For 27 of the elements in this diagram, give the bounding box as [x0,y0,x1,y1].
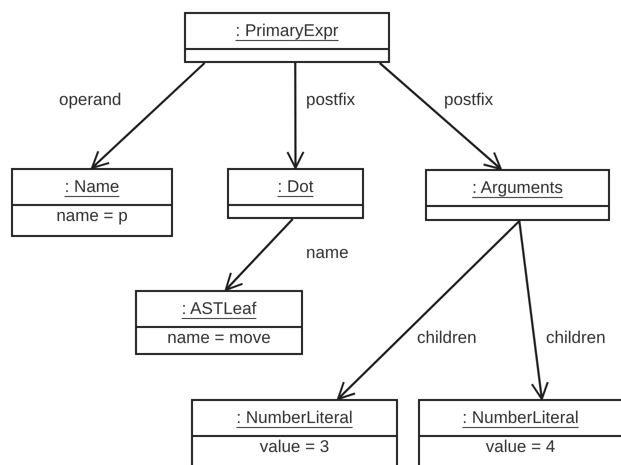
object-box [418,399,621,465]
object-box [135,290,303,355]
object-name: : NumberLiteral [236,408,353,427]
edge-label: postfix [443,90,494,110]
object-name: : Arguments [472,178,563,197]
edge-label: postfix [305,90,356,110]
object-box [227,168,364,219]
association-arrow [518,220,549,400]
object-box [11,168,173,237]
association-arrow [286,63,304,169]
attribute-value: value = 4 [486,437,556,456]
association-arrow [91,62,206,169]
object-box [191,399,398,465]
attribute-value: name = move [167,328,271,347]
object-name: : ASTLeaf [182,299,256,318]
object-name: : PrimaryExpr [236,21,338,40]
object-name: : Name [64,177,120,196]
attribute-value: value = 3 [260,437,330,456]
association-arrow [378,62,502,170]
object-name: : Dot [278,177,314,196]
object-name: : NumberLiteral [462,408,579,427]
object-box [184,12,390,63]
edge-label: operand [58,90,122,110]
association-arrow [336,220,520,400]
attribute-value: name = p [56,206,128,225]
association-arrow [224,218,294,291]
object-box [425,169,610,221]
